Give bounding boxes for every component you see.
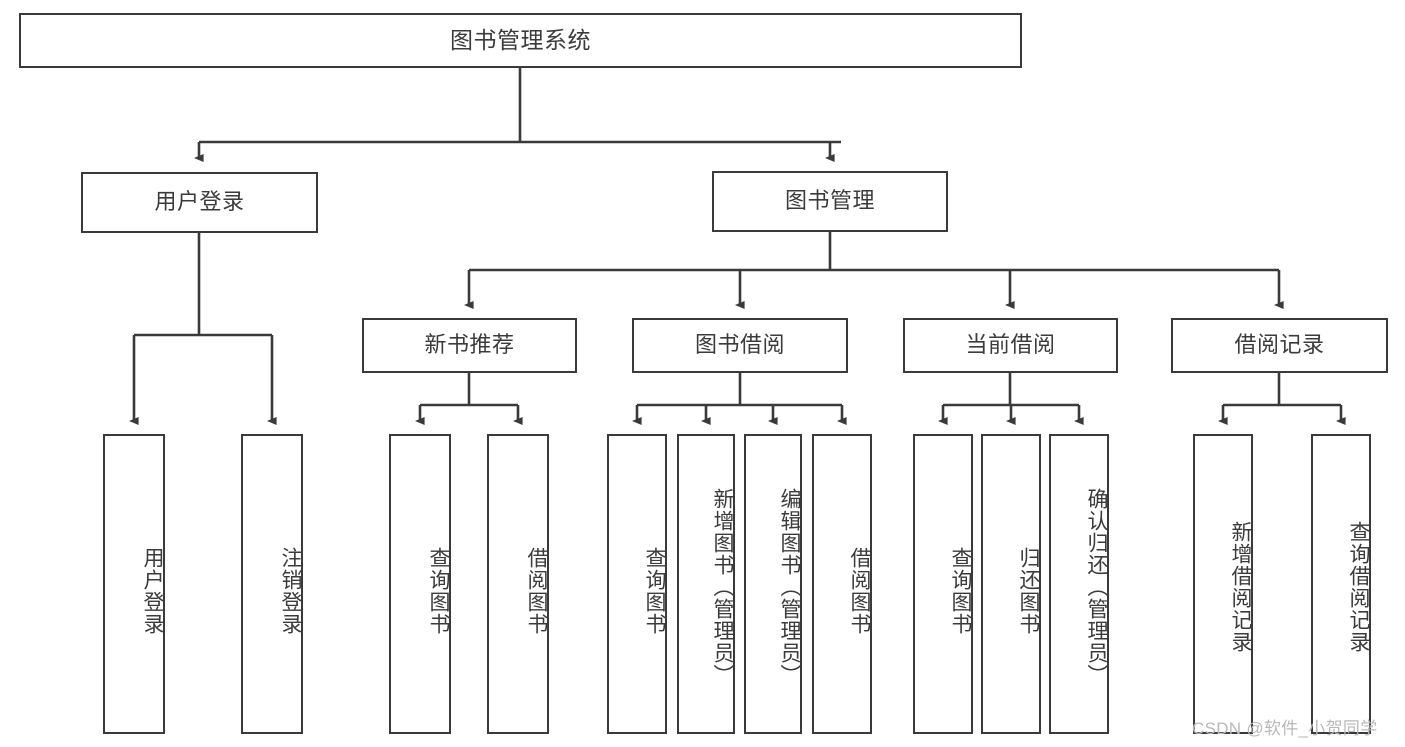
node-book-borrow[interactable]: 图书借阅	[632, 318, 848, 373]
node-leaf-borrow-book-1[interactable]: 借阅图书	[487, 434, 549, 734]
node-leaf-borrow-book-2[interactable]: 借阅图书	[812, 434, 872, 734]
node-book-management[interactable]: 图书管理	[712, 171, 948, 232]
node-user-login[interactable]: 用户登录	[81, 172, 318, 233]
node-new-book-recommend[interactable]: 新书推荐	[362, 318, 577, 373]
node-borrow-record[interactable]: 借阅记录	[1171, 318, 1388, 373]
node-leaf-query-borrow-record[interactable]: 查询借阅记录	[1311, 434, 1371, 734]
node-leaf-edit-book-admin[interactable]: 编辑图书（管理员）	[744, 434, 802, 734]
node-leaf-query-book-3[interactable]: 查询图书	[913, 434, 973, 734]
node-leaf-query-book-1[interactable]: 查询图书	[389, 434, 451, 734]
node-leaf-query-book-2[interactable]: 查询图书	[607, 434, 667, 734]
node-leaf-logout[interactable]: 注销登录	[241, 434, 303, 734]
node-leaf-return-book[interactable]: 归还图书	[981, 434, 1041, 734]
node-current-borrow[interactable]: 当前借阅	[903, 318, 1118, 373]
node-leaf-user-login[interactable]: 用户登录	[103, 434, 165, 734]
node-leaf-add-book-admin[interactable]: 新增图书（管理员）	[677, 434, 735, 734]
node-root-system[interactable]: 图书管理系统	[19, 13, 1022, 68]
node-leaf-confirm-return-admin[interactable]: 确认归还（管理员）	[1049, 434, 1109, 734]
node-leaf-add-borrow-record[interactable]: 新增借阅记录	[1193, 434, 1253, 734]
csdn-watermark: CSDN @软件_小贺同学	[1192, 719, 1378, 738]
